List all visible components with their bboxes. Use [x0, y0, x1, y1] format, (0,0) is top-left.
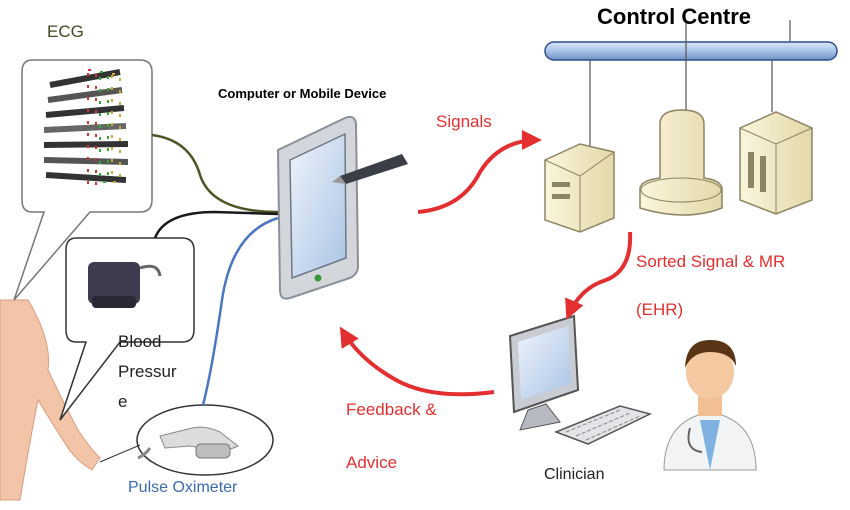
- ehr-label: (EHR): [636, 300, 684, 319]
- tablet-icon: [276, 115, 360, 300]
- rack-server-icon: [739, 111, 813, 215]
- arrow-signals: [417, 130, 542, 214]
- pulse-oximeter-label: Pulse Oximeter: [128, 479, 238, 496]
- server-tower-icon: [544, 143, 615, 233]
- ecg-cable: [151, 133, 279, 214]
- oximeter-cable: [201, 216, 279, 406]
- bp-cable: [153, 210, 279, 239]
- monitor-icon: [508, 314, 580, 431]
- arrow-sorted-signal: [565, 231, 633, 320]
- blood-pressure-line: Pressur: [118, 362, 177, 381]
- blood-pressure-line: e: [118, 392, 128, 411]
- pulse-oximeter-icon: [137, 426, 239, 460]
- clinician-label: Clinician: [544, 466, 605, 483]
- blood-pressure-line: Blood: [118, 332, 162, 351]
- ecg-callout: [13, 59, 153, 301]
- feedback-label: Feedback &: [346, 400, 437, 419]
- bp-callout: [59, 237, 195, 421]
- signals-label: Signals: [436, 112, 492, 131]
- sorted-signal-label: Sorted Signal & MR: [636, 252, 786, 271]
- blood-pressure-label: Blood Pressur e: [118, 327, 198, 417]
- arrow-feedback: [339, 326, 495, 397]
- ecg-leads-icon: [43, 69, 129, 186]
- network-bus: [544, 41, 838, 61]
- doctor-icon: [663, 340, 757, 471]
- advice-label: Advice: [346, 453, 398, 472]
- control-centre-label: Control Centre: [597, 4, 751, 29]
- oximeter-callout: [99, 404, 274, 476]
- mainframe-icon: [639, 109, 723, 216]
- device-label: Computer or Mobile Device: [218, 86, 387, 101]
- ecg-label: ECG: [47, 22, 84, 41]
- keyboard-icon: [553, 405, 653, 445]
- bp-cuff-icon: [88, 262, 162, 308]
- patient-arm: [0, 299, 101, 501]
- stylus-icon: [332, 154, 408, 184]
